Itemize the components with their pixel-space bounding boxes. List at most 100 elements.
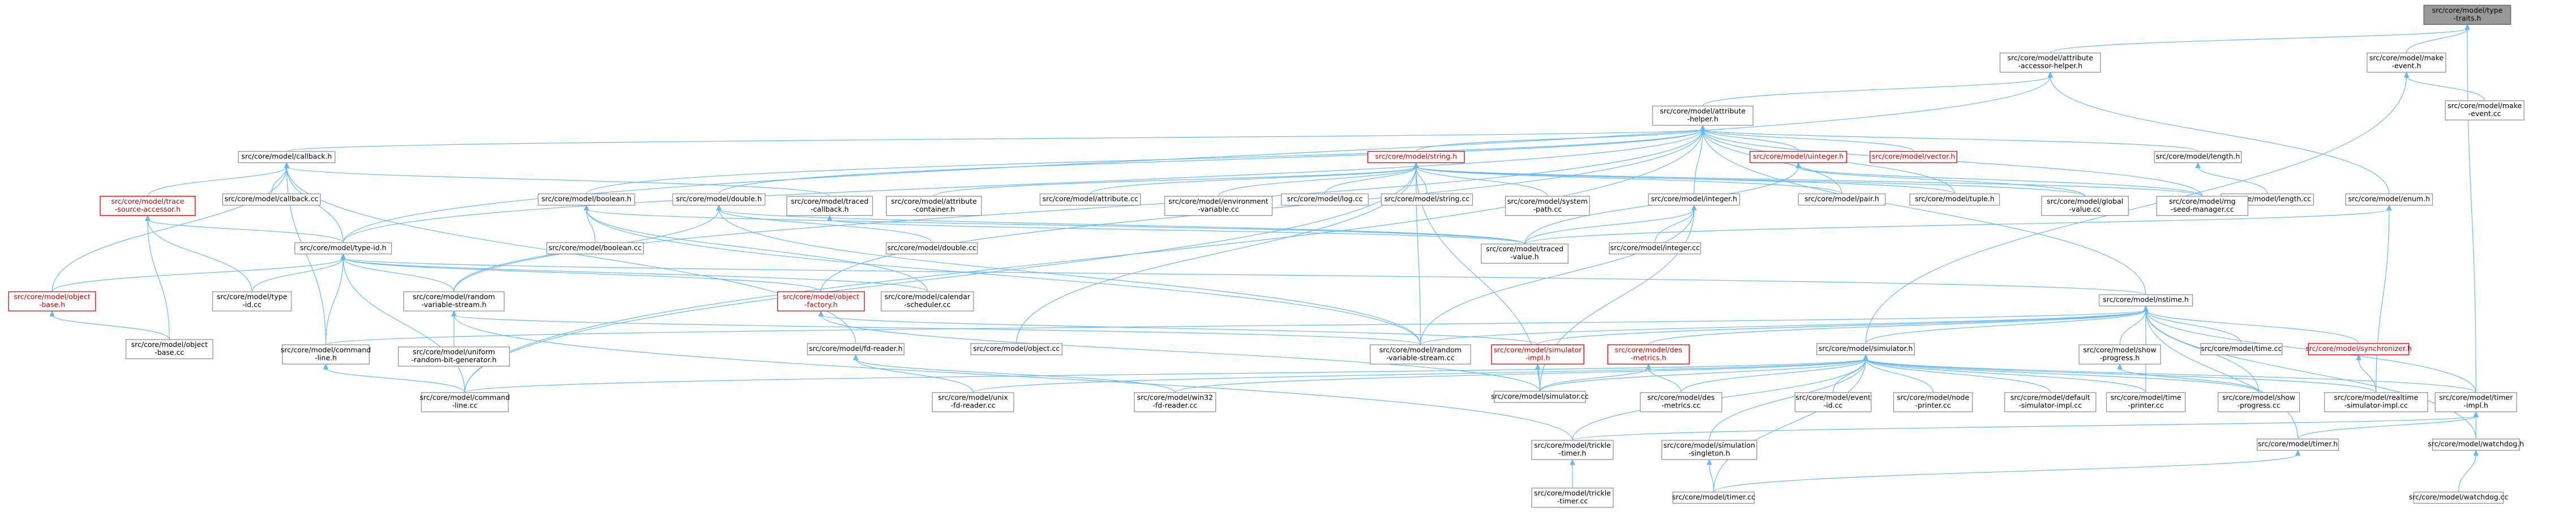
node-label: -impl.h bbox=[1525, 353, 1550, 362]
graph-node-object-base-cc[interactable]: src/core/model/object-base.cc bbox=[125, 339, 213, 359]
include-edge bbox=[1325, 166, 1417, 194]
include-edge bbox=[718, 129, 1703, 194]
graph-node-time-cc[interactable]: src/core/model/time.cc bbox=[2200, 343, 2283, 355]
graph-node-watchdog-cc[interactable]: src/core/model/watchdog.cc bbox=[2409, 491, 2509, 504]
graph-node-traced-callback[interactable]: src/core/model/traced-callback.h bbox=[786, 196, 873, 216]
edge-arrowhead bbox=[49, 310, 55, 316]
node-box bbox=[1648, 193, 1741, 206]
graph-node-tuple-h[interactable]: src/core/model/tuple.h bbox=[1909, 193, 2000, 206]
graph-node-string-cc[interactable]: src/core/model/string.cc bbox=[1381, 193, 1473, 206]
node-box bbox=[1494, 391, 1586, 403]
graph-node-fd-reader[interactable]: src/core/model/fd-reader.h bbox=[807, 343, 905, 355]
graph-node-make-event-cc[interactable]: src/core/model/make-event.cc bbox=[2445, 100, 2524, 121]
graph-node-trickle-timer-h[interactable]: src/core/model/trickle-timer.h bbox=[1531, 440, 1614, 460]
node-label: -singleton.h bbox=[1688, 449, 1730, 457]
graph-node-boolean-h[interactable]: src/core/model/boolean.h bbox=[537, 193, 636, 206]
graph-node-node-printer[interactable]: src/core/model/node-printer.cc bbox=[1893, 392, 1973, 413]
include-edge bbox=[1709, 463, 1715, 492]
graph-node-type-traits[interactable]: src/core/model/type-traits.h bbox=[2423, 5, 2511, 25]
graph-node-double-cc[interactable]: src/core/model/double.cc bbox=[885, 242, 978, 255]
graph-node-des-metrics-h[interactable]: src/core/model/des-metrics.h bbox=[1607, 344, 1690, 364]
graph-node-unix-fd[interactable]: src/core/model/unix-fd-reader.cc bbox=[932, 392, 1014, 413]
graph-node-env-variable[interactable]: src/core/model/environment-variable.cc bbox=[1164, 196, 1273, 216]
edge-arrowhead bbox=[2356, 354, 2361, 361]
graph-node-pair-h[interactable]: src/core/model/pair.h bbox=[1798, 193, 1886, 206]
graph-node-time-printer[interactable]: src/core/model/time-printer.cc bbox=[2106, 392, 2186, 413]
graph-node-integer-h[interactable]: src/core/model/integer.h bbox=[1648, 193, 1741, 206]
graph-node-calendar-sched[interactable]: src/core/model/calendar-scheduler.cc bbox=[881, 291, 974, 312]
graph-node-make-event-h[interactable]: src/core/model/make-event.h bbox=[2367, 52, 2446, 73]
graph-node-nstime-h[interactable]: src/core/model/nstime.h bbox=[2098, 294, 2193, 307]
include-edge bbox=[1218, 166, 1417, 196]
graph-node-object-base-h[interactable]: src/core/model/object-base.h bbox=[8, 291, 96, 312]
graph-node-random-stream-h[interactable]: src/core/model/random-variable-stream.h bbox=[403, 291, 505, 312]
node-box bbox=[1870, 151, 1957, 164]
include-edge bbox=[286, 166, 327, 345]
graph-node-rng-seed[interactable]: src/core/model/rng-seed-manager.cc bbox=[2156, 196, 2249, 216]
node-label: -id.cc bbox=[1824, 401, 1843, 410]
edge-arrowhead bbox=[340, 253, 346, 260]
graph-node-default-sim-impl[interactable]: src/core/model/default-simulator-impl.cc bbox=[2004, 392, 2097, 413]
graph-node-realtime-sim[interactable]: src/core/model/realtime-simulator-impl.c… bbox=[2324, 392, 2428, 413]
node-label: src/core/model/fd-reader.h bbox=[809, 344, 902, 353]
graph-node-log-cc[interactable]: src/core/model/log.cc bbox=[1281, 193, 1369, 206]
graph-node-callback-cc[interactable]: src/core/model/callback.cc bbox=[222, 193, 321, 206]
graph-node-des-metrics-cc[interactable]: src/core/model/des-metrics.cc bbox=[1640, 392, 1722, 413]
graph-node-double-h[interactable]: src/core/model/double.h bbox=[672, 193, 766, 206]
graph-node-length-h[interactable]: src/core/model/length.h bbox=[2154, 151, 2242, 164]
graph-node-random-stream-cc[interactable]: src/core/model/random-variable-stream.cc bbox=[1370, 344, 1471, 364]
graph-node-command-line-h[interactable]: src/core/model/command-line.h bbox=[281, 344, 371, 364]
graph-node-traced-value[interactable]: src/core/model/traced-value.h bbox=[1481, 243, 1569, 264]
node-label: -impl.h bbox=[2464, 401, 2488, 410]
graph-node-enum-h[interactable]: src/core/model/enum.h bbox=[2345, 193, 2433, 206]
graph-node-object-factory[interactable]: src/core/model/object-factory.h bbox=[777, 291, 865, 312]
graph-node-show-progress-h[interactable]: src/core/model/show-progress.h bbox=[2078, 344, 2161, 364]
graph-node-timer-h[interactable]: src/core/model/timer.h bbox=[2256, 438, 2339, 451]
graph-node-synchronizer-h[interactable]: src/core/model/synchronizer.h bbox=[2305, 343, 2412, 355]
graph-node-timer-cc[interactable]: src/core/model/timer.cc bbox=[1672, 491, 1755, 504]
graph-node-vector-h[interactable]: src/core/model/vector.h bbox=[1870, 151, 1957, 164]
graph-node-callback-h[interactable]: src/core/model/callback.h bbox=[238, 151, 336, 164]
node-box bbox=[1505, 196, 1590, 216]
graph-node-boolean-cc[interactable]: src/core/model/boolean.cc bbox=[546, 242, 644, 255]
graph-node-sim-singleton[interactable]: src/core/model/simulation-singleton.h bbox=[1661, 440, 1758, 460]
node-label: src/core/model/string.cc bbox=[1385, 195, 1470, 203]
graph-node-type-id-cc[interactable]: src/core/model/type-id.cc bbox=[212, 291, 292, 312]
node-label: src/core/model/watchdog.h bbox=[2428, 440, 2524, 448]
graph-node-type-id-h[interactable]: src/core/model/type-id.h bbox=[294, 242, 392, 255]
edge-arrowhead bbox=[2403, 71, 2410, 78]
graph-node-object-cc[interactable]: src/core/model/object.cc bbox=[970, 343, 1063, 355]
graph-node-attr-accessor-helper[interactable]: src/core/model/attribute-accessor-helper… bbox=[1999, 52, 2101, 73]
graph-node-attr-helper[interactable]: src/core/model/attribute-helper.h bbox=[1652, 105, 1754, 126]
graph-node-timer-impl[interactable]: src/core/model/timer-impl.h bbox=[2434, 392, 2517, 413]
graph-node-uniform-rbg[interactable]: src/core/model/uniform-random-bit-genera… bbox=[397, 346, 510, 367]
node-box bbox=[672, 193, 766, 206]
graph-node-simulator-impl[interactable]: src/core/model/simulator-impl.h bbox=[1491, 344, 1584, 364]
node-label: -factory.h bbox=[804, 301, 838, 309]
graph-node-attribute-cc[interactable]: src/core/model/attribute.cc bbox=[1039, 193, 1141, 206]
graph-node-global-value[interactable]: src/core/model/global-value.cc bbox=[2041, 196, 2129, 216]
graph-node-show-progress-cc[interactable]: src/core/model/show-progress.cc bbox=[2217, 392, 2300, 413]
graph-node-watchdog-h[interactable]: src/core/model/watchdog.h bbox=[2428, 438, 2524, 451]
node-box bbox=[1672, 491, 1755, 504]
include-edge bbox=[342, 258, 928, 292]
graph-node-win32-fd[interactable]: src/core/model/win32-fd-reader.cc bbox=[1134, 392, 1216, 413]
node-box bbox=[2200, 343, 2283, 355]
graph-node-attr-container[interactable]: src/core/model/attribute-container.h bbox=[886, 196, 982, 216]
graph-node-uinteger-h[interactable]: src/core/model/uinteger.h bbox=[1750, 151, 1848, 164]
graph-node-trace-accessor[interactable]: src/core/model/trace-source-accessor.h bbox=[100, 196, 196, 216]
graph-node-event-id[interactable]: src/core/model/event-id.cc bbox=[1794, 392, 1872, 413]
node-box bbox=[1909, 193, 2000, 206]
graph-node-string-h[interactable]: src/core/model/string.h bbox=[1367, 151, 1465, 164]
include-edge bbox=[586, 209, 595, 243]
graph-node-trickle-timer-cc[interactable]: src/core/model/trickle-timer.cc bbox=[1531, 487, 1614, 508]
graph-node-system-path[interactable]: src/core/model/system-path.cc bbox=[1505, 196, 1590, 216]
graph-node-simulator-h[interactable]: src/core/model/simulator.h bbox=[1816, 343, 1915, 355]
graph-node-simulator-cc[interactable]: src/core/model/simulator.cc bbox=[1491, 391, 1589, 403]
node-box bbox=[1531, 440, 1614, 460]
node-box bbox=[1531, 487, 1614, 508]
include-edge bbox=[1537, 310, 2146, 345]
graph-node-command-line-cc[interactable]: src/core/model/command-line.cc bbox=[419, 392, 510, 413]
include-edge bbox=[1798, 166, 2086, 197]
graph-node-integer-cc[interactable]: src/core/model/integer.cc bbox=[1609, 242, 1701, 255]
